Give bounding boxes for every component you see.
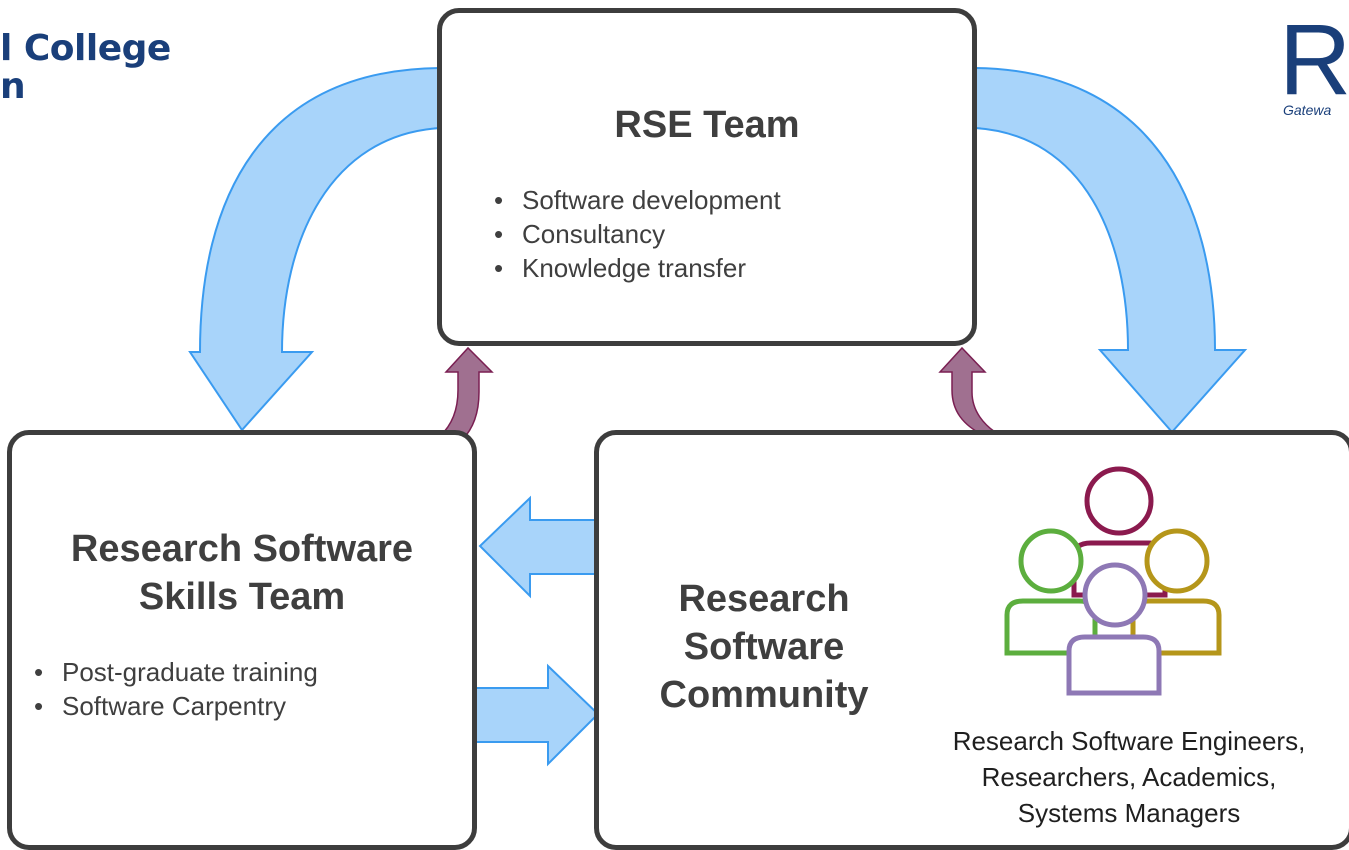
arrow-skills-to-rse xyxy=(438,346,494,441)
community-title: Research Software Community xyxy=(659,578,869,716)
list-item: Knowledge transfer xyxy=(482,251,781,285)
community-caption: Research Software Engineers, Researchers… xyxy=(952,726,1306,828)
person-icon xyxy=(1066,634,1162,696)
person-head xyxy=(1144,528,1210,594)
person-head xyxy=(1082,562,1148,628)
arrow-skills-to-community xyxy=(469,663,600,767)
community-box: Research Software Community Research Sof… xyxy=(594,430,1349,850)
arrow-rse-to-skills xyxy=(188,66,441,432)
list-item: Software Carpentry xyxy=(22,689,318,723)
people-group-icon xyxy=(1004,466,1222,696)
college-logo-line2: n xyxy=(0,66,26,107)
skills-team-title: Research Software Skills Team xyxy=(70,528,414,618)
person-head xyxy=(1084,466,1154,536)
gateway-logo-letters: RC xyxy=(1279,10,1349,116)
person-head xyxy=(1018,528,1084,594)
rse-team-title: RSE Team xyxy=(614,104,800,146)
list-item: Software development xyxy=(482,183,781,217)
list-item: Post-graduate training xyxy=(22,655,318,689)
skills-team-bullets: Post-graduate training Software Carpentr… xyxy=(22,655,318,723)
college-logo: l College n xyxy=(0,30,200,106)
arrow-rse-to-community xyxy=(974,66,1248,434)
gateway-logo: RC Gatewa xyxy=(1279,10,1349,120)
arrow-community-to-rse xyxy=(938,346,997,437)
rse-team-bullets: Software development Consultancy Knowled… xyxy=(482,183,781,285)
list-item: Consultancy xyxy=(482,217,781,251)
college-logo-line1: l College xyxy=(0,28,171,69)
gateway-logo-subtext: Gatewa xyxy=(1283,102,1332,118)
arrow-community-to-skills xyxy=(478,495,601,599)
skills-team-box: Research Software Skills Team Post-gradu… xyxy=(7,430,477,850)
rse-team-box: RSE Team Software development Consultanc… xyxy=(437,8,977,346)
